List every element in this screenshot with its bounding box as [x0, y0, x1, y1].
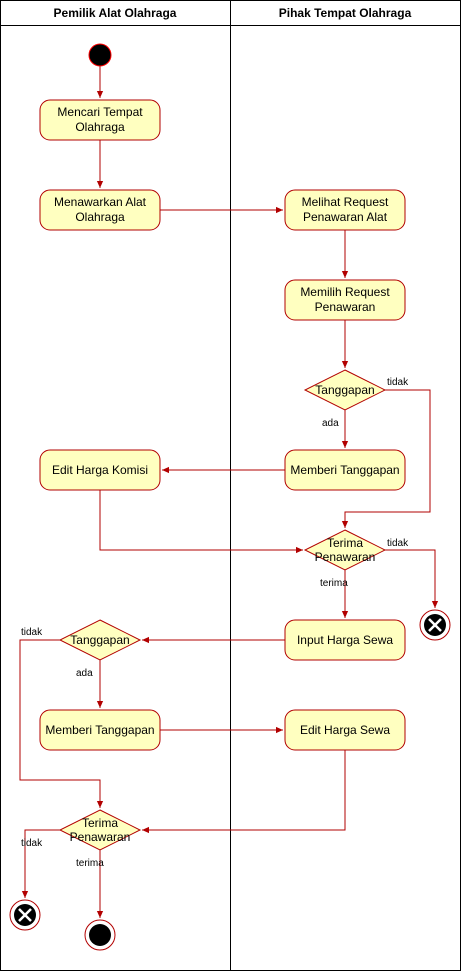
svg-text:Penawaran: Penawaran	[315, 300, 376, 314]
flow-lines	[19, 66, 439, 918]
activity-edit-harga-komisi: Edit Harga Komisi	[39, 449, 161, 491]
svg-text:Edit Harga Sewa: Edit Harga Sewa	[300, 723, 390, 737]
edge-label-tidak-3: tidak	[21, 627, 43, 638]
svg-text:Memilih Request: Memilih Request	[300, 285, 390, 299]
svg-text:Menawarkan Alat: Menawarkan Alat	[54, 195, 147, 209]
start-node	[88, 43, 112, 67]
flow-final-node-2	[9, 899, 41, 931]
edge-label-tidak-4: tidak	[21, 838, 43, 849]
activity-memberi-tanggapan-1: Memberi Tanggapan	[284, 449, 406, 491]
activity-menawarkan-alat: Menawarkan Alat Olahraga	[39, 189, 161, 231]
svg-text:Penawaran Alat: Penawaran Alat	[303, 210, 388, 224]
decision-tanggapan-2: Tanggapan	[58, 619, 142, 661]
decision-terima-penawaran-1: Terima Penawaran	[303, 529, 387, 571]
edge-label-tidak-1: tidak	[387, 377, 409, 388]
flow-tanggapan2-tidak	[19, 639, 104, 808]
svg-text:Melihat Request: Melihat Request	[302, 195, 389, 209]
svg-text:Penawaran: Penawaran	[70, 830, 131, 844]
svg-text:Input Harga Sewa: Input Harga Sewa	[297, 633, 393, 647]
svg-text:Terima: Terima	[327, 536, 363, 550]
decision-terima-penawaran-2: Terima Penawaran	[58, 809, 142, 851]
svg-text:Tanggapan: Tanggapan	[315, 383, 374, 397]
flow-final-node-1	[419, 609, 451, 641]
activity-input-harga-sewa: Input Harga Sewa	[284, 619, 406, 661]
edge-label-ada-2: ada	[76, 668, 93, 679]
lane-title-pihak: Pihak Tempat Olahraga	[279, 6, 412, 20]
svg-text:Penawaran: Penawaran	[315, 550, 376, 564]
flow-terima-tidak	[385, 549, 439, 608]
edge-label-ada-1: ada	[322, 418, 339, 429]
flow-tanggapan-tidak	[341, 389, 431, 528]
svg-text:Memberi Tanggapan: Memberi Tanggapan	[290, 463, 399, 477]
svg-text:Tanggapan: Tanggapan	[70, 633, 129, 647]
flow-edit-sewa-to-terima2	[142, 750, 346, 834]
edge-label-tidak-2: tidak	[387, 538, 409, 549]
flow-terima2-tidak	[21, 829, 60, 898]
lane-title-pemilik: Pemilik Alat Olahraga	[54, 6, 177, 20]
edge-label-terima-1: terima	[320, 578, 348, 589]
end-node	[84, 919, 116, 951]
decision-tanggapan-1: Tanggapan	[303, 369, 387, 411]
svg-text:Memberi Tanggapan: Memberi Tanggapan	[45, 723, 154, 737]
activity-memilih-request: Memilih Request Penawaran	[284, 279, 406, 321]
svg-text:Mencari Tempat: Mencari Tempat	[57, 105, 143, 119]
svg-text:Terima: Terima	[82, 816, 118, 830]
activity-mencari-tempat: Mencari Tempat Olahraga	[39, 99, 161, 141]
activity-memberi-tanggapan-2: Memberi Tanggapan	[39, 709, 161, 751]
svg-text:Olahraga: Olahraga	[75, 120, 125, 134]
flow-edit-komisi-to-terima	[99, 490, 303, 554]
svg-text:Olahraga: Olahraga	[75, 210, 125, 224]
activity-melihat-request: Melihat Request Penawaran Alat	[284, 189, 406, 231]
svg-text:Edit Harga Komisi: Edit Harga Komisi	[52, 463, 148, 477]
activity-edit-harga-sewa: Edit Harga Sewa	[284, 709, 406, 751]
edge-label-terima-2: terima	[76, 858, 104, 869]
